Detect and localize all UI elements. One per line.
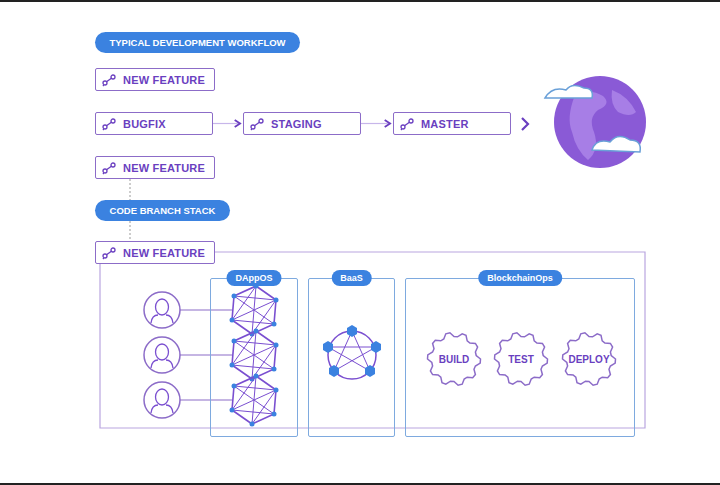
node-label: NEW FEATURE — [123, 247, 205, 259]
node-label: TEST — [508, 354, 534, 365]
node-label: BUGFIX — [123, 118, 166, 130]
node-label: STAGING — [271, 118, 322, 130]
panel-heading: BlockchainOps — [478, 270, 562, 286]
chevron — [522, 118, 528, 130]
dotted-connector — [130, 179, 131, 200]
dotted-connector — [130, 221, 131, 241]
node-label: MASTER — [421, 118, 469, 130]
branch-icon — [400, 117, 414, 131]
node-label: NEW FEATURE — [123, 74, 205, 86]
branch-box: MASTER — [393, 112, 511, 135]
branch-icon — [250, 117, 264, 131]
branch-box: NEW FEATURE — [95, 156, 215, 179]
service-panel: BaaS — [308, 278, 395, 437]
node-label: CODE BRANCH STACK — [110, 205, 216, 216]
node-label: TYPICAL DEVELOPMENT WORKFLOW — [109, 37, 285, 48]
flow-arrow — [361, 123, 391, 124]
user-icons — [144, 292, 232, 418]
gear-step: DEPLOY — [561, 331, 617, 387]
node-label: DEPLOY — [568, 354, 609, 365]
flow-arrow — [213, 123, 241, 124]
branch-icon — [102, 161, 116, 175]
branch-box: NEW FEATURE — [95, 241, 215, 264]
service-panel: BlockchainOpsBUILDTESTDEPLOY — [405, 278, 635, 437]
branch-icon — [102, 246, 116, 260]
branch-icon — [102, 73, 116, 87]
dappos-network-icons — [230, 284, 279, 427]
branch-icon — [102, 117, 116, 131]
gear-step: BUILD — [426, 331, 482, 387]
globe — [545, 76, 646, 168]
section-pill: CODE BRANCH STACK — [95, 200, 230, 221]
panel-heading: DAppOS — [227, 270, 282, 286]
gear-step: TEST — [493, 331, 549, 387]
branch-box: STAGING — [243, 112, 361, 135]
node-label: BUILD — [439, 354, 470, 365]
section-pill: TYPICAL DEVELOPMENT WORKFLOW — [95, 32, 300, 53]
panel-heading: BaaS — [331, 270, 372, 286]
service-panel: DAppOS — [210, 278, 298, 437]
baas-network-icon — [323, 325, 381, 379]
branch-box: NEW FEATURE — [95, 68, 215, 91]
branch-box: BUGFIX — [95, 112, 213, 135]
node-label: NEW FEATURE — [123, 162, 205, 174]
